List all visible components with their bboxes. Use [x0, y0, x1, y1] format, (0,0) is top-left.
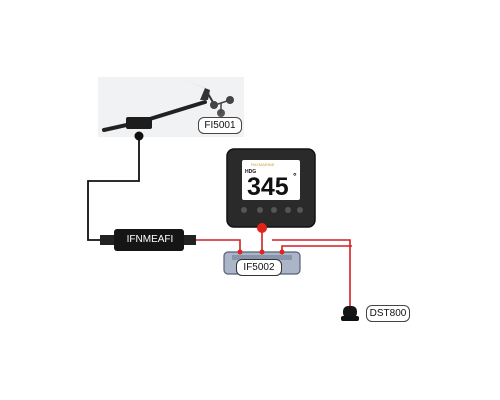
instrument-display: RAYMARINE HDG 345 °	[226, 148, 316, 228]
display-button-1[interactable]	[241, 207, 247, 213]
display-button-4[interactable]	[285, 207, 291, 213]
wind-sensor-photo	[98, 77, 244, 137]
degree-symbol: °	[293, 171, 297, 181]
display-button-3[interactable]	[271, 207, 277, 213]
display-button-5[interactable]	[297, 207, 303, 213]
dst800-label: DST800	[366, 305, 410, 322]
fi5001-label: FI5001	[198, 117, 242, 134]
heading-readout: 345	[247, 173, 289, 201]
display-buttons[interactable]	[241, 207, 303, 213]
display-screen	[242, 160, 300, 200]
display-mode: HDG	[245, 169, 256, 175]
anemometer-cups-icon	[210, 96, 234, 117]
display-connector	[257, 223, 267, 233]
ifnmeafi-label: IFNMEAFI	[118, 230, 182, 250]
sensor-cable-connector	[134, 131, 144, 141]
sensor-mount	[126, 117, 152, 129]
display-brand: RAYMARINE	[251, 162, 275, 167]
wind-vane-icon	[184, 80, 210, 100]
display-button-2[interactable]	[257, 207, 263, 213]
if5002-label: IF5002	[236, 259, 282, 276]
dst800-transducer	[341, 306, 359, 321]
sensor-cable	[87, 136, 140, 241]
